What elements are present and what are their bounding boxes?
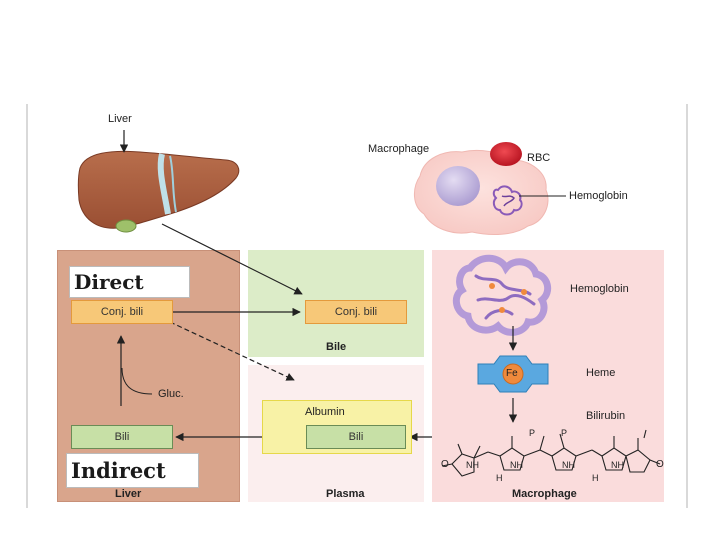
indirect-callout: Indirect <box>66 453 199 488</box>
bilirubin-o-label-2: O <box>656 459 664 470</box>
bilirubin-nh-label-2: NH <box>510 460 523 470</box>
liver-label: Liver <box>108 113 132 125</box>
macrophage-panel-title: Macrophage <box>512 488 577 500</box>
conj-bili-bile-box: Conj. bili <box>305 300 407 324</box>
rbc-label: RBC <box>527 152 551 164</box>
rbc-icon <box>490 142 522 166</box>
heme-label: Heme <box>586 367 616 379</box>
direct-callout: Direct <box>69 266 190 298</box>
bilirubin-nh-label-3: NH <box>562 460 575 470</box>
liver-organ <box>77 150 240 233</box>
bilirubin-o-label-1: O <box>441 459 449 470</box>
macrophage-label: Macrophage <box>368 143 430 155</box>
bilirubin-nh-label-4: NH <box>611 460 624 470</box>
bilirubin-p-label-2: P <box>561 428 568 438</box>
bilirubin-label: Bilirubin <box>586 410 626 422</box>
bile-panel-title: Bile <box>326 341 347 353</box>
hemoglobin-label: Hemoglobin <box>569 190 628 202</box>
bilirubin-p-label-1: P <box>529 428 536 438</box>
gluc-label: Gluc. <box>158 388 184 400</box>
bili-liver-box: Bili <box>71 425 173 449</box>
macrophage-cell <box>414 149 549 235</box>
hemoglobin-large-icon <box>452 254 552 336</box>
bilirubin-h-label-2: H <box>592 473 599 483</box>
hemoglobin-small-icon <box>492 185 523 216</box>
plasma-panel-title: Plasma <box>326 488 365 500</box>
bilirubin-nh-label-1: NH <box>466 460 479 470</box>
albumin-label: Albumin <box>305 406 345 418</box>
bilirubin-h-label-1: H <box>496 473 503 483</box>
bilirubin-structure <box>441 429 661 477</box>
fe-label: Fe <box>506 368 518 379</box>
hemoglobin-panel-label: Hemoglobin <box>570 283 629 295</box>
bili-plasma-box: Bili <box>306 425 406 449</box>
heme-icon <box>477 355 549 393</box>
liver-panel-title: Liver <box>115 488 142 500</box>
conj-bili-liver-box: Conj. bili <box>71 300 173 324</box>
